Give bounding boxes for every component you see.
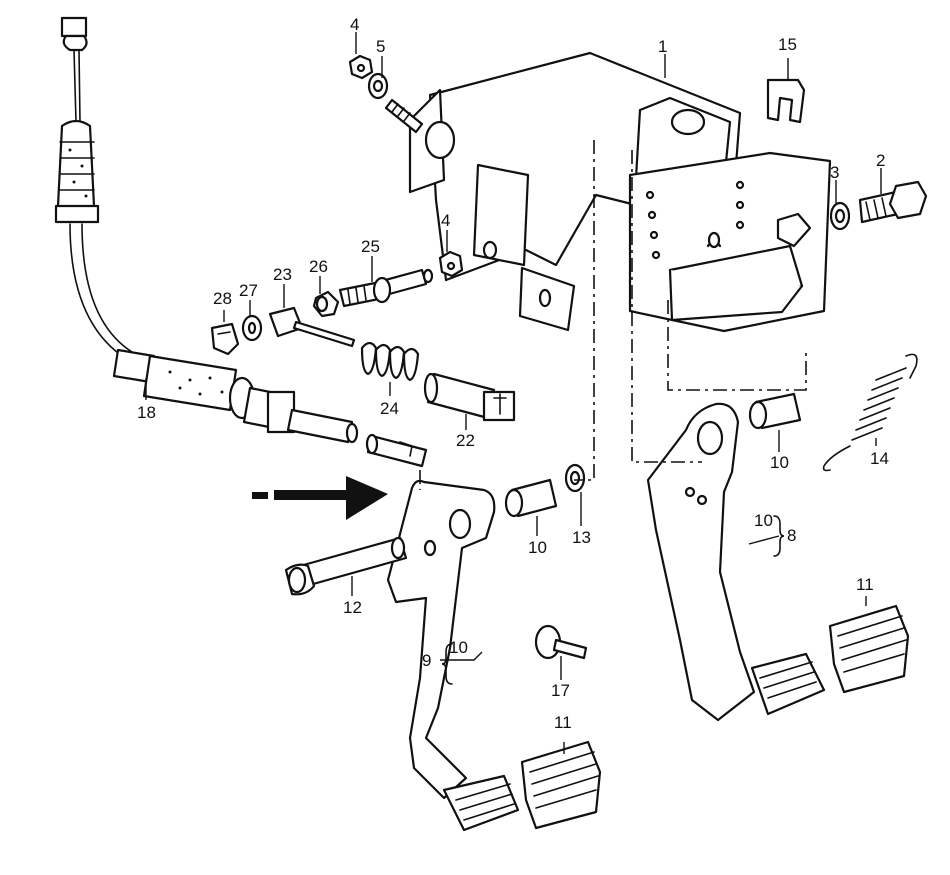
pedal-shaft — [284, 536, 408, 596]
pointer-arrow — [252, 476, 388, 520]
callout-8: 8 — [787, 526, 796, 545]
leader-lines — [145, 32, 882, 754]
adjuster-rod — [268, 306, 356, 348]
thrust-washer — [564, 463, 586, 493]
callout-11-clutch-pad: 11 — [554, 713, 572, 732]
callout-labels: 1 2 3 4 4 5 8 9 10 10 10 10 11 11 12 13 … — [137, 15, 889, 732]
callout-12: 12 — [343, 598, 362, 617]
clutch-cable — [54, 16, 359, 444]
return-spring — [822, 353, 918, 472]
clutch-pedal — [386, 479, 520, 832]
callout-4-mid: 4 — [441, 211, 450, 230]
washer-top — [367, 72, 389, 100]
pedal-pad-brake — [828, 604, 910, 694]
callout-3: 3 — [830, 163, 839, 182]
hex-nut-mid — [438, 250, 464, 278]
callout-23: 23 — [273, 265, 292, 284]
callout-13: 13 — [572, 528, 591, 547]
pedal-bush-brake — [748, 392, 802, 430]
pedal-bush-clutch — [504, 478, 558, 518]
callout-11-brake-pad: 11 — [856, 575, 874, 594]
callout-28: 28 — [213, 289, 232, 308]
over-centre-spring — [360, 341, 420, 382]
callout-22: 22 — [456, 431, 475, 450]
callout-15: 15 — [778, 35, 797, 54]
retaining-clip — [210, 322, 240, 356]
callout-10-clutch-pedal: 10 — [449, 638, 468, 657]
callout-10-clutch-bush: 10 — [528, 538, 547, 557]
callout-1: 1 — [658, 37, 667, 56]
callout-10-brake-bush: 10 — [770, 453, 789, 472]
callout-17: 17 — [551, 681, 570, 700]
callout-4-top: 4 — [350, 15, 359, 34]
pivot-pin — [338, 268, 434, 308]
washer — [829, 201, 851, 231]
hex-bolt — [858, 180, 928, 224]
callout-5: 5 — [376, 37, 385, 56]
cable-clevis — [365, 433, 428, 468]
spring-sleeve — [423, 372, 516, 422]
stud-bolt — [384, 98, 424, 134]
callout-14: 14 — [870, 449, 889, 468]
pedal-pad-clutch — [520, 740, 602, 830]
callout-9: 9 — [422, 651, 431, 670]
hex-nut-top — [348, 54, 374, 80]
callout-27: 27 — [239, 281, 258, 300]
assembly-lines — [419, 140, 807, 490]
callout-24: 24 — [380, 399, 399, 418]
brake-pedal — [646, 402, 826, 722]
bushing — [312, 290, 340, 318]
callout-26: 26 — [309, 257, 328, 276]
pedal-stop-buffer — [534, 624, 588, 660]
callout-2: 2 — [876, 151, 885, 170]
callout-10-brake-pedal: 10 — [754, 511, 773, 530]
pedal-bracket — [408, 51, 832, 333]
callout-25: 25 — [361, 237, 380, 256]
clip — [766, 78, 806, 124]
callout-18: 18 — [137, 403, 156, 422]
lock-washer — [241, 314, 263, 342]
